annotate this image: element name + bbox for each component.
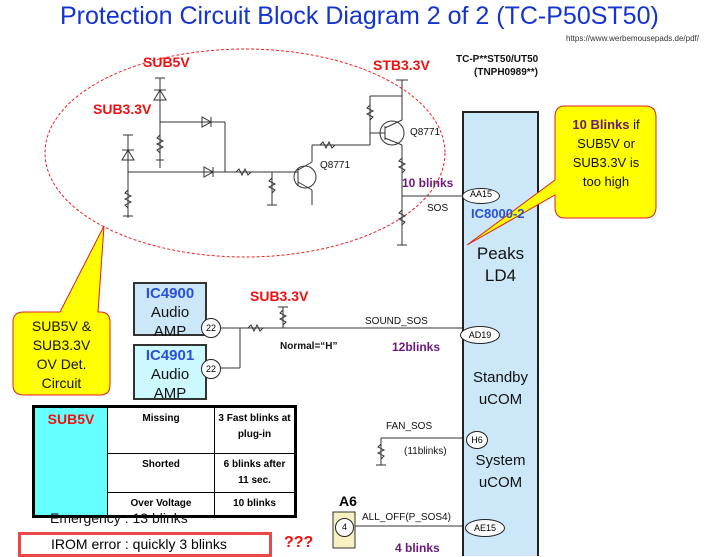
table-cond: Shorted: [107, 453, 215, 493]
ic8000-name: IC8000-2: [471, 206, 525, 221]
callout-left-shape: [12, 225, 111, 396]
label-10-blinks: 10 blinks: [402, 176, 454, 190]
label-q8771-bottom: Q8771: [320, 160, 351, 171]
label-sub5v: SUB5V: [143, 54, 190, 70]
pin-ad19: AD19: [460, 326, 500, 344]
a6-pin-4: 4: [335, 518, 354, 537]
emergency-note: Emergency : 13 blinks: [50, 510, 188, 526]
label-all-off: ALL_OFF(P_SOS4): [362, 512, 451, 523]
irom-note: IROM error : quickly 3 blinks: [18, 532, 272, 557]
pin-ae15: AE15: [465, 519, 505, 537]
label-q8771-top: Q8771: [410, 127, 441, 138]
table-result: 6 blinks after 11 sec.: [214, 453, 296, 493]
label-a6: A6: [339, 493, 357, 509]
table-result: 3 Fast blinks at plug-in: [214, 406, 296, 454]
table-cond: Over Voltage: [107, 492, 215, 517]
pin-22-ic4901: 22: [201, 359, 221, 379]
label-12blinks: 12blinks: [392, 340, 441, 354]
ov-detect-ellipse: [44, 48, 446, 258]
pin-aa15: AA15: [462, 188, 500, 204]
label-sub33v-audio: SUB3.3V: [250, 288, 309, 304]
label-fan-sos: FAN_SOS: [386, 421, 433, 432]
question-marks: ???: [284, 534, 314, 551]
label-sos: SOS: [427, 203, 449, 214]
pin-h6: H6: [466, 431, 488, 449]
table-cond: Missing: [107, 406, 215, 454]
label-4-blinks: 4 blinks: [395, 541, 440, 555]
table-header: SUB5V: [33, 406, 108, 517]
label-sub33v: SUB3.3V: [93, 101, 152, 117]
model-line1: TC-P**ST50/UT50: [456, 54, 539, 65]
label-stb33v: STB3.3V: [373, 57, 430, 73]
page-title: Protection Circuit Block Diagram 2 of 2 …: [60, 2, 659, 30]
label-sound-sos: SOUND_SOS: [365, 316, 428, 327]
pin-22-ic4900: 22: [201, 318, 221, 338]
label-11blinks: (11blinks): [404, 446, 447, 457]
source-url: https://www.werbemousepads.de/pdf/: [566, 34, 699, 43]
label-normal-h: Normal=“H”: [280, 341, 338, 352]
callout-right-shape: [466, 105, 657, 246]
table-result: 10 blinks: [214, 492, 296, 517]
model-line2: (TNPH0989**): [474, 67, 538, 78]
